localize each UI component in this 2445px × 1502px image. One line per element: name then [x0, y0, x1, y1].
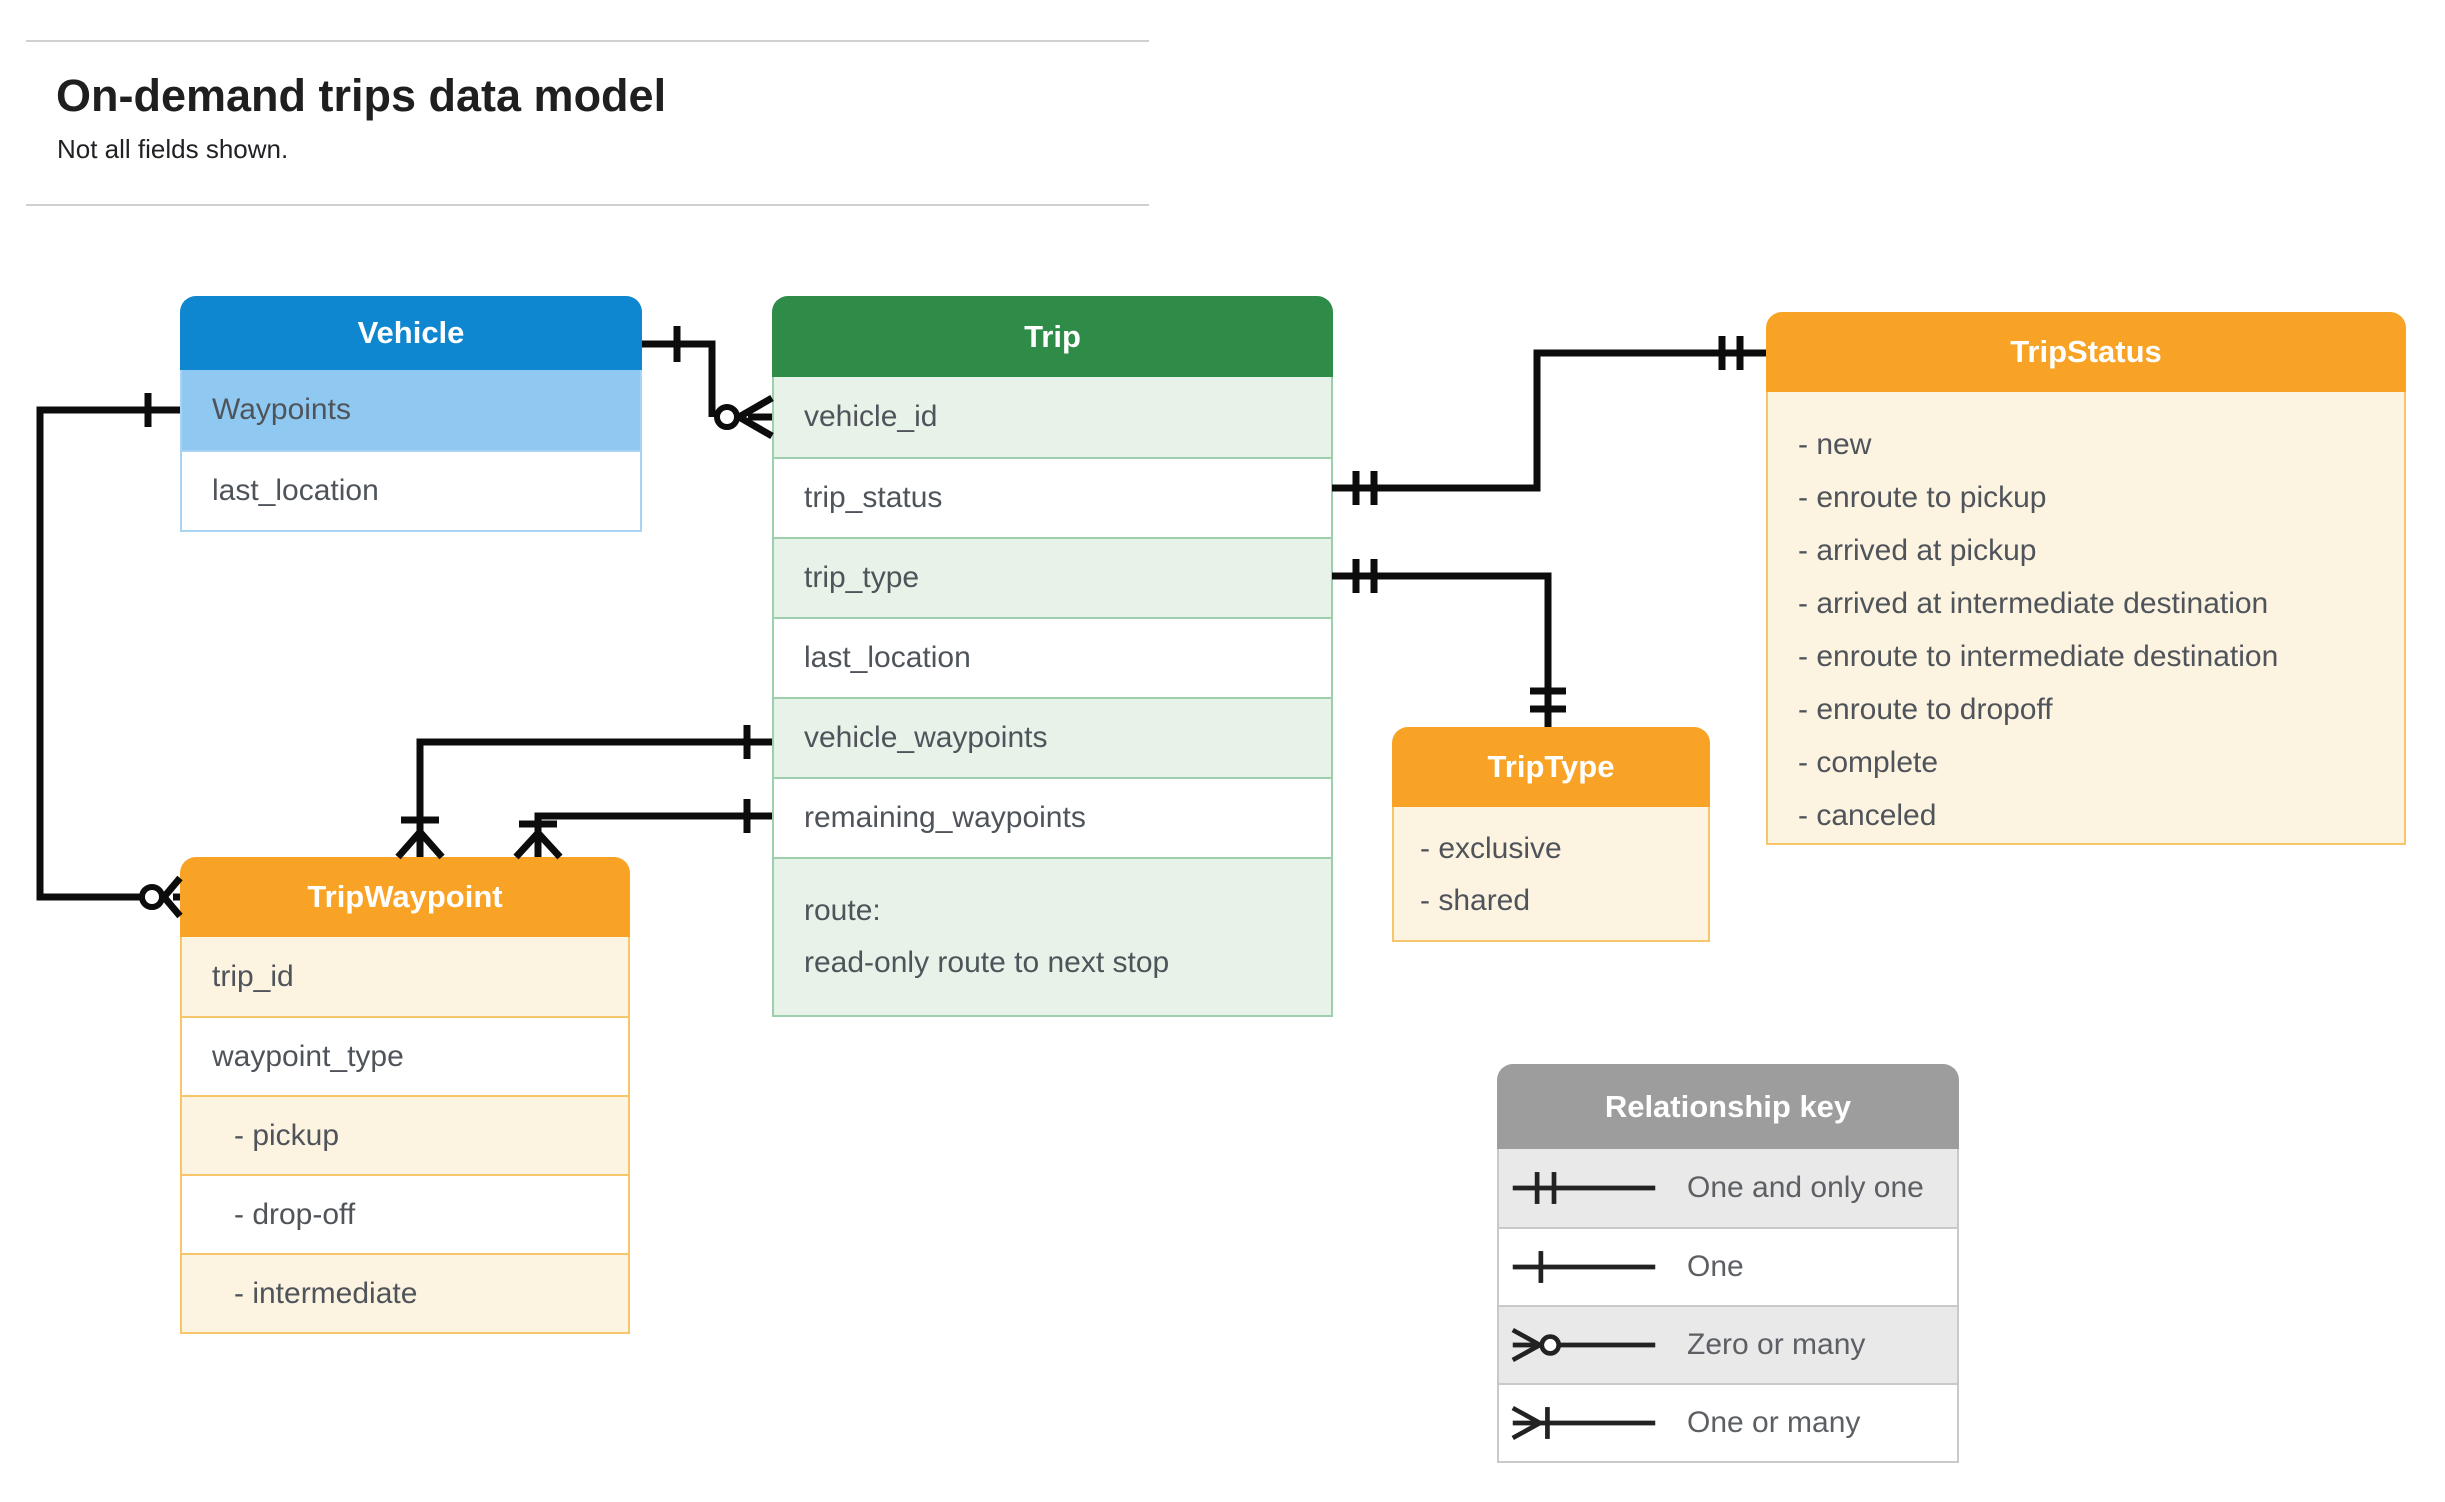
field-route: route: read-only route to next stop: [774, 857, 1331, 1015]
entity-vehicle: Vehicle Waypoints last_location: [180, 296, 642, 532]
entity-vehicle-title: Vehicle: [180, 296, 642, 370]
field-trip-status: trip_status: [774, 457, 1331, 537]
waypoint-value-intermediate: - intermediate: [182, 1253, 628, 1332]
field-last-location: last_location: [774, 617, 1331, 697]
status-value: - arrived at pickup: [1798, 534, 2037, 567]
page-subtitle: Not all fields shown.: [57, 134, 289, 164]
one-and-only-one-symbol: [1512, 1172, 1656, 1204]
entity-trip-title: Trip: [772, 296, 1333, 377]
connector-trip-type-to-triptype: [1332, 559, 1566, 727]
waypoint-value-pickup: - pickup: [182, 1095, 628, 1174]
zero-or-many-symbol: [1511, 1327, 1656, 1363]
relationship-key-body: One and only one One Zero or many One or…: [1497, 1149, 1959, 1463]
relationship-key-title: Relationship key: [1497, 1064, 1959, 1149]
field-trip-id: trip_id: [182, 937, 628, 1016]
entity-triptype: TripType - exclusive - shared: [1392, 727, 1710, 942]
field-route-line2: read-only route to next stop: [804, 946, 1170, 979]
field-waypoints: Waypoints: [182, 370, 640, 450]
connector-remaining-waypoints-to-tripwaypoint: [513, 799, 772, 860]
title-bottom-rule: [26, 204, 1149, 206]
field-vehicle-waypoints: vehicle_waypoints: [774, 697, 1331, 777]
status-value: - complete: [1798, 746, 1939, 779]
status-value: - enroute to intermediate destination: [1798, 640, 2279, 673]
one-or-many-symbol: [1511, 1405, 1656, 1441]
field-route-line1: route:: [804, 894, 881, 927]
legend-row-one-or-many: One or many: [1499, 1383, 1957, 1461]
field-trip-type: trip_type: [774, 537, 1331, 617]
status-value: - canceled: [1798, 799, 1937, 832]
status-value: - arrived at intermediate destination: [1798, 587, 2269, 620]
connector-waypoints-to-tripwaypoint-left: [36, 393, 183, 919]
entity-tripstatus-body: - new - enroute to pickup - arrived at p…: [1766, 392, 2406, 845]
entity-triptype-body: - exclusive - shared: [1392, 807, 1710, 942]
entity-tripwaypoint-title: TripWaypoint: [180, 857, 630, 937]
entity-vehicle-body: Waypoints last_location: [180, 370, 642, 532]
entity-trip-body: vehicle_id trip_status trip_type last_lo…: [772, 377, 1333, 1017]
legend-label: One and only one: [1687, 1171, 1924, 1204]
field-vehicle-id: vehicle_id: [774, 377, 1331, 457]
one-symbol: [1512, 1251, 1656, 1283]
type-value: - exclusive: [1420, 832, 1562, 865]
connector-trip-status-to-tripstatus: [1332, 336, 1766, 505]
entity-triptype-title: TripType: [1392, 727, 1710, 807]
legend-row-one: One: [1499, 1227, 1957, 1305]
legend-row-one-and-only-one: One and only one: [1499, 1149, 1957, 1227]
type-value: - shared: [1420, 884, 1531, 917]
field-last-location: last_location: [182, 450, 640, 530]
connector-vehicle-waypoints-to-tripwaypoint: [395, 725, 772, 860]
page-title: On-demand trips data model: [56, 70, 667, 121]
entity-trip: Trip vehicle_id trip_status trip_type la…: [772, 296, 1333, 1017]
top-rule: [26, 40, 1149, 42]
legend-label: Zero or many: [1687, 1328, 1866, 1361]
field-remaining-waypoints: remaining_waypoints: [774, 777, 1331, 857]
entity-tripwaypoint-body: trip_id waypoint_type - pickup - drop-of…: [180, 937, 630, 1334]
legend-row-zero-or-many: Zero or many: [1499, 1305, 1957, 1383]
legend-label: One: [1687, 1250, 1744, 1283]
status-value: - new: [1798, 428, 1872, 461]
status-value: - enroute to pickup: [1798, 481, 2047, 514]
status-value: - enroute to dropoff: [1798, 693, 2053, 726]
field-waypoint-type: waypoint_type: [182, 1016, 628, 1095]
entity-tripstatus: TripStatus - new - enroute to pickup - a…: [1766, 312, 2406, 845]
relationship-key: Relationship key One and only one One Ze…: [1497, 1064, 1959, 1463]
connector-vehicle-to-trip-vehicle-id: [642, 326, 774, 440]
legend-label: One or many: [1687, 1406, 1861, 1439]
waypoint-value-dropoff: - drop-off: [182, 1174, 628, 1253]
entity-tripstatus-title: TripStatus: [1766, 312, 2406, 392]
entity-tripwaypoint: TripWaypoint trip_id waypoint_type - pic…: [180, 857, 630, 1334]
